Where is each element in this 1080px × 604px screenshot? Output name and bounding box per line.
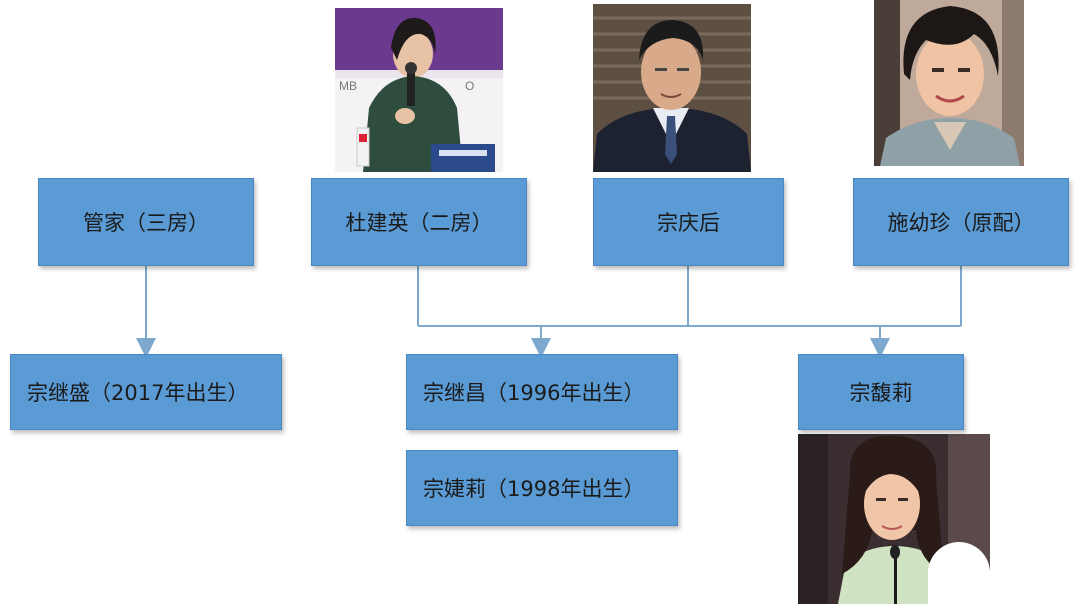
node-dujianying: 杜建英（二房） [311,178,527,266]
node-zongfuli: 宗馥莉 [798,354,964,430]
corner-overlay [928,542,990,604]
zongqinghou-photo [593,4,751,172]
svg-text:O: O [465,79,474,93]
svg-text:MB: MB [339,79,357,93]
dujianying-photo: MB O [335,8,503,172]
node-zongqinghou: 宗庆后 [593,178,784,266]
node-zongjisheng: 宗继盛（2017年出生） [10,354,282,430]
shiyouzhen-photo [874,0,1024,166]
node-guanjia: 管家（三房） [38,178,254,266]
node-shiyouzhen: 施幼珍（原配） [853,178,1069,266]
node-zongjichang: 宗继昌（1996年出生） [406,354,678,430]
node-zongjieli: 宗婕莉（1998年出生） [406,450,678,526]
